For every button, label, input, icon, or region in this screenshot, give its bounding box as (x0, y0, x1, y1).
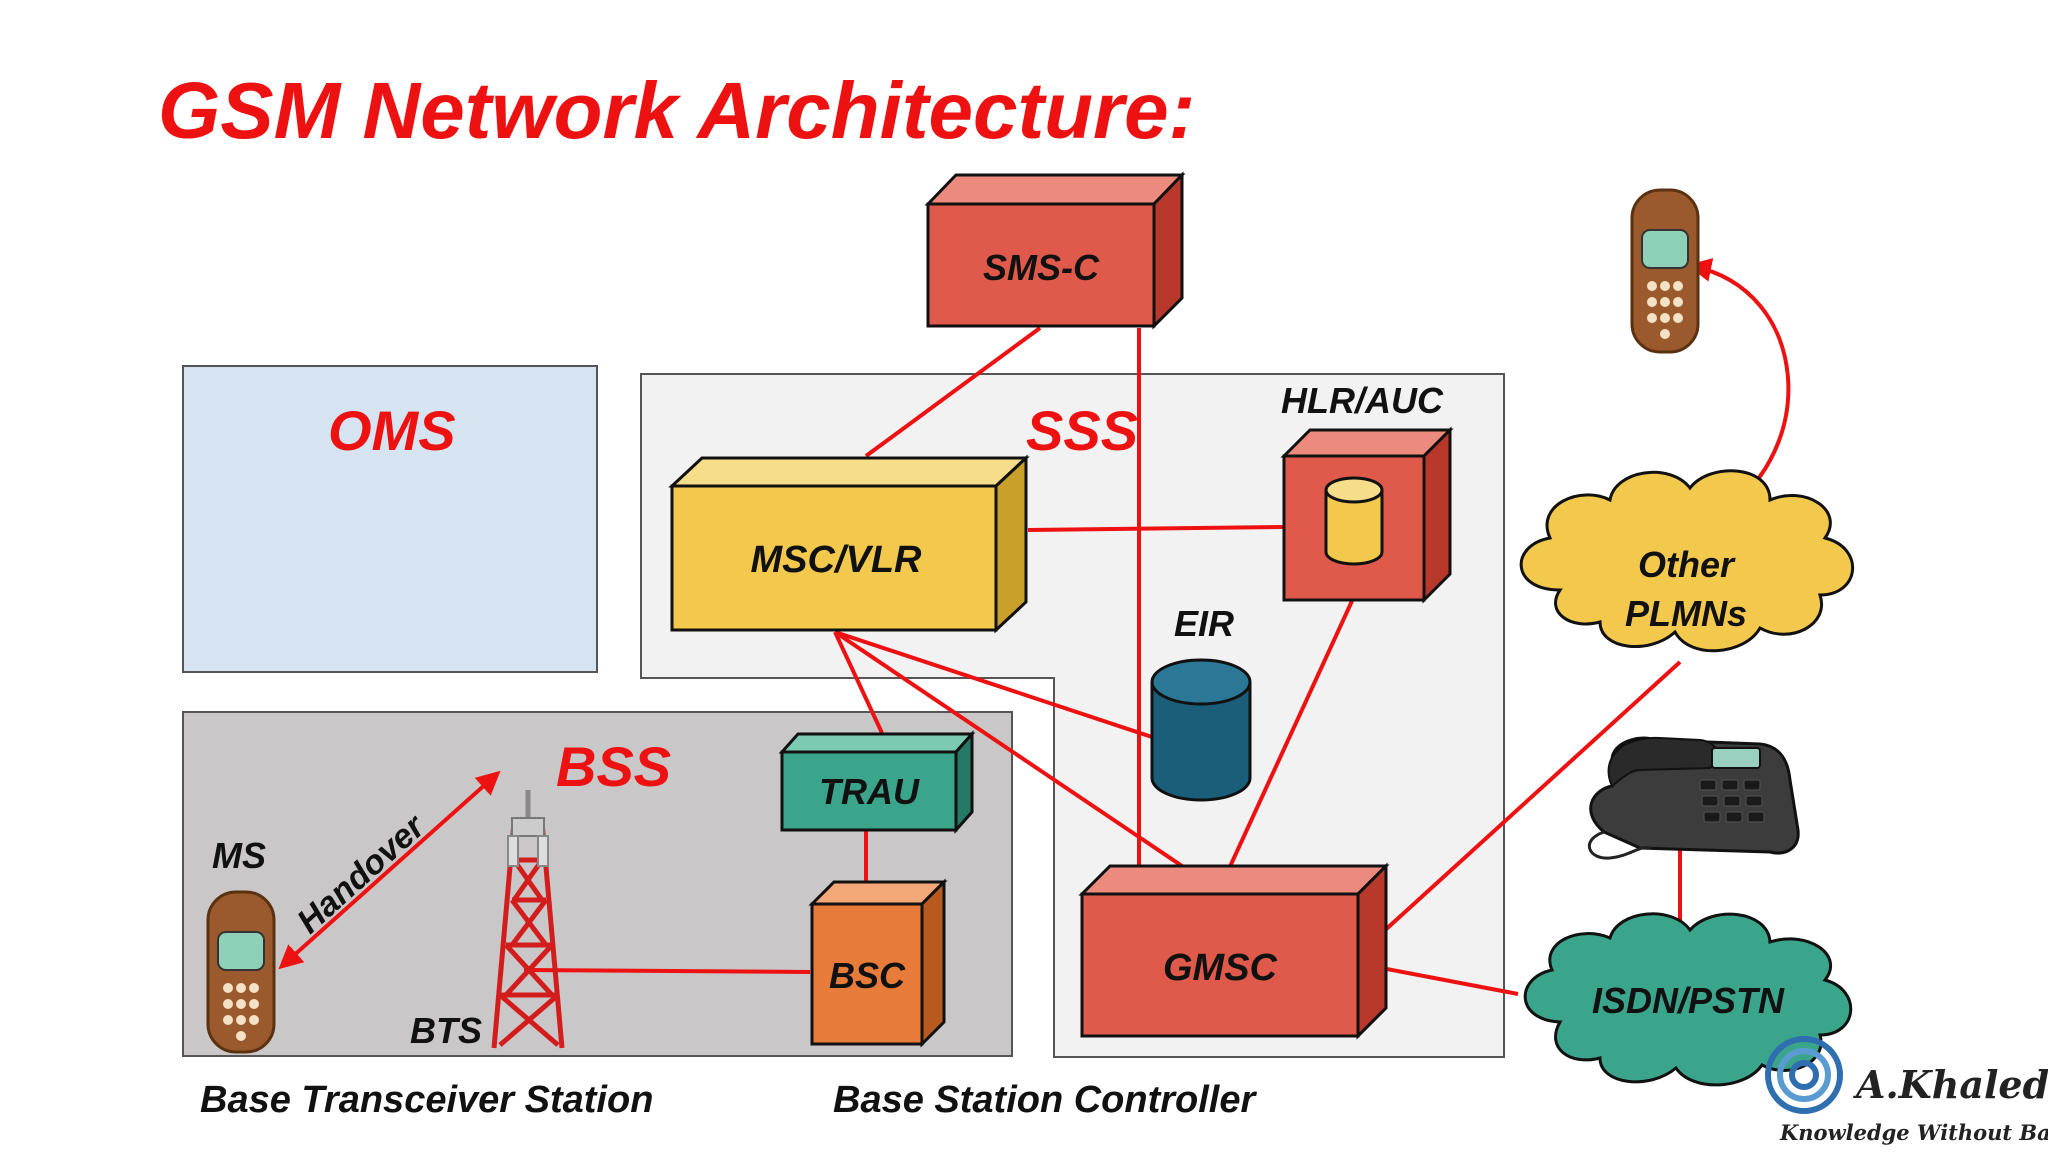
link-hlr-gmsc (1220, 600, 1354, 885)
desk-telephone-icon (1587, 736, 1800, 860)
sms-c-node: SMS-C (924, 171, 1186, 330)
bsc-label: BSC (829, 955, 906, 996)
handover-arrow (278, 770, 501, 970)
bsc-node: BSC (808, 878, 948, 1048)
bsc-caption: Base Station Controller (833, 1079, 1257, 1121)
eir-node: EIR (1150, 603, 1252, 802)
bts-tower-icon (491, 790, 565, 1049)
author-logo: A.Khaled Knowledge Without Barriers (1765, 1036, 2048, 1145)
hlr-auc-node: HLR/AUC (1280, 380, 1454, 604)
link-msc-hlr (1027, 525, 1284, 532)
links (278, 258, 1791, 996)
oms-label: OMS (328, 399, 456, 462)
ms-phone-icon (206, 890, 276, 1054)
hlr-database-icon (1324, 476, 1384, 566)
link-bsc-bts (523, 968, 811, 974)
isdn-pstn-label: ISDN/PSTN (1592, 980, 1785, 1021)
link-msc-eir (834, 630, 1153, 739)
plmn-phone-icon (1630, 188, 1700, 354)
bts-caption: Base Transceiver Station (200, 1079, 653, 1121)
msc-vlr-label: MSC/VLR (751, 539, 923, 581)
sms-c-label: SMS-C (983, 247, 1100, 288)
logo-tagline: Knowledge Without Barriers (1779, 1120, 2048, 1145)
link-gmsc-plmn (1348, 660, 1682, 964)
logo-swirl-icon (1765, 1036, 1843, 1114)
trau-node: TRAU (778, 730, 976, 834)
link-msc-trau (833, 631, 884, 734)
link-msc-gmsc (833, 630, 1224, 895)
other-plmns-label-line1: Other (1638, 544, 1736, 585)
logo-name: A.Khaled (1853, 1062, 2048, 1107)
eir-database-icon (1150, 658, 1252, 706)
trau-label: TRAU (819, 771, 920, 812)
msc-vlr-node: MSC/VLR (668, 454, 1030, 634)
gmsc-node: GMSC (1078, 862, 1390, 1040)
link-smsc-msc (864, 326, 1042, 458)
gmsc-label: GMSC (1163, 947, 1278, 989)
bss-label: BSS (556, 735, 671, 798)
hlr-auc-label: HLR/AUC (1281, 380, 1444, 421)
oms-panel (182, 365, 598, 673)
sss-label: SSS (1026, 399, 1138, 462)
other-plmns-label-line2: PLMNs (1625, 593, 1747, 634)
page-title: GSM Network Architecture: (158, 66, 1195, 155)
other-plmns-cloud: Other PLMNs (1519, 469, 1854, 653)
bts-label: BTS (410, 1010, 482, 1051)
ms-label: MS (212, 835, 266, 876)
isdn-pstn-cloud: ISDN/PSTN (1523, 912, 1853, 1087)
eir-label: EIR (1174, 603, 1234, 644)
